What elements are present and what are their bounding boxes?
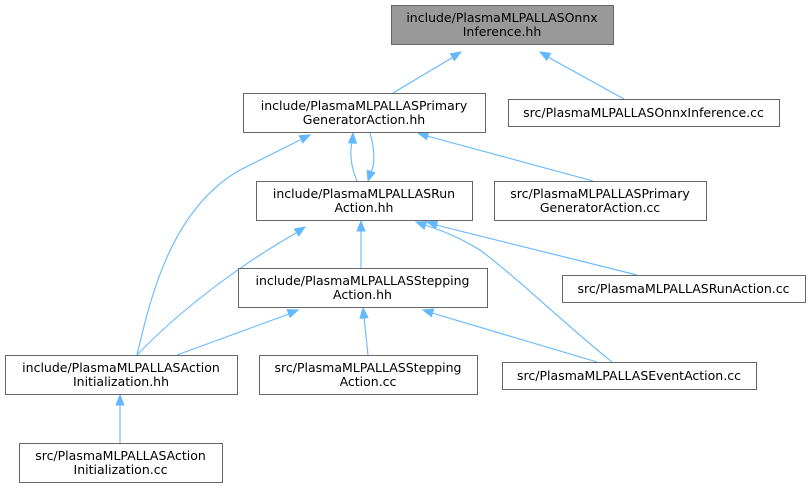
node-run-cc[interactable]: src/PlasmaMLPALLASRunAction.cc — [562, 275, 806, 303]
node-label-line: include/PlasmaMLPALLASPrimary — [261, 98, 468, 113]
edge-arrowhead — [366, 169, 376, 183]
node-box — [494, 181, 707, 221]
edge-arrowhead — [347, 131, 358, 144]
node-box — [256, 181, 473, 221]
edge-arrowhead — [425, 220, 439, 230]
edge-line — [431, 312, 598, 363]
edge-event-cc-to-run-hh — [414, 220, 613, 363]
node-box — [238, 268, 488, 308]
node-label-line: Initialization.hh — [73, 374, 169, 389]
edge-arrowhead — [414, 220, 428, 230]
edge-arrowhead — [298, 134, 312, 144]
node-label-line: src/PlasmaMLPALLASPrimary — [510, 186, 690, 201]
node-box — [391, 5, 614, 45]
edge-onnx-cc-to-onnx-hh — [538, 51, 625, 100]
node-box — [19, 443, 223, 483]
node-box — [508, 99, 780, 127]
node-event-cc[interactable]: src/PlasmaMLPALLASEventAction.cc — [502, 362, 757, 390]
edge-action-init-hh-to-stepping-hh — [176, 309, 300, 356]
edge-run-hh-to-primary-hh — [347, 131, 358, 182]
node-box — [502, 362, 757, 390]
edge-action-init-hh-to-run-hh — [136, 226, 307, 356]
edge-line — [363, 316, 369, 356]
node-primary-hh[interactable]: include/PlasmaMLPALLASPrimaryGeneratorAc… — [243, 93, 486, 133]
node-action-init-cc[interactable]: src/PlasmaMLPALLASActionInitialization.c… — [19, 443, 223, 483]
node-label-line: include/PlasmaMLPALLASAction — [22, 360, 220, 375]
node-onnx-hh[interactable]: include/PlasmaMLPALLASOnnxInference.hh — [391, 5, 614, 45]
edge-arrowhead — [421, 308, 435, 318]
edge-arrowhead — [416, 131, 430, 141]
node-label-line: GeneratorAction.hh — [303, 112, 425, 127]
edge-line — [176, 313, 290, 356]
edge-line — [435, 224, 638, 276]
edge-arrowhead — [356, 219, 366, 232]
edge-event-cc-to-stepping-hh — [421, 308, 598, 363]
edge-line — [136, 232, 297, 356]
edge-arrowhead — [286, 309, 300, 319]
node-label-line: include/PlasmaMLPALLASOnnx — [406, 10, 597, 25]
edge-line — [545, 55, 625, 100]
node-action-init-hh[interactable]: include/PlasmaMLPALLASActionInitializati… — [5, 355, 238, 395]
edge-stepping-hh-to-run-hh — [356, 219, 366, 268]
node-label-line: Action.hh — [333, 287, 392, 302]
dependency-edges — [115, 51, 638, 443]
edge-line — [392, 55, 456, 94]
edge-primary-hh-to-onnx-hh — [392, 51, 463, 94]
file-nodes: include/PlasmaMLPALLASOnnxInference.hhin… — [5, 5, 806, 483]
node-label-line: src/PlasmaMLPALLASRunAction.cc — [577, 281, 789, 296]
node-label-line: src/PlasmaMLPALLASEventAction.cc — [517, 368, 741, 383]
node-label-line: Initialization.cc — [74, 462, 168, 477]
node-label-line: src/PlasmaMLPALLASAction — [35, 448, 206, 463]
node-box — [259, 355, 478, 395]
node-label-line: include/PlasmaMLPALLASStepping — [256, 273, 470, 288]
edge-arrowhead — [359, 306, 369, 319]
node-box — [5, 355, 238, 395]
node-label-line: Action.cc — [340, 374, 397, 389]
node-onnx-cc[interactable]: src/PlasmaMLPALLASOnnxInference.cc — [508, 99, 780, 127]
node-label-line: Action.hh — [335, 200, 394, 215]
node-primary-cc[interactable]: src/PlasmaMLPALLASPrimaryGeneratorAction… — [494, 181, 707, 221]
edge-arrowhead — [449, 51, 463, 62]
edge-arrowhead — [538, 51, 552, 62]
edge-run-cc-to-run-hh — [425, 220, 638, 276]
node-label-line: include/PlasmaMLPALLASRun — [273, 186, 455, 201]
edge-stepping-cc-to-stepping-hh — [359, 306, 369, 356]
edge-arrowhead — [293, 226, 307, 237]
edge-line — [350, 141, 358, 182]
edge-arrowhead — [115, 393, 125, 406]
node-label-line: src/PlasmaMLPALLASStepping — [275, 360, 462, 375]
edge-line — [426, 135, 594, 182]
node-box — [562, 275, 806, 303]
node-run-hh[interactable]: include/PlasmaMLPALLASRunAction.hh — [256, 181, 473, 221]
edge-line — [424, 224, 613, 363]
edge-action-init-cc-to-action-init-hh — [115, 393, 125, 443]
edge-line — [369, 132, 375, 173]
edge-primary-hh-to-run-hh — [366, 132, 376, 183]
node-label-line: src/PlasmaMLPALLASOnnxInference.cc — [523, 105, 764, 120]
node-box — [243, 93, 486, 133]
node-label-line: Inference.hh — [463, 24, 542, 39]
edge-line — [136, 139, 301, 356]
node-label-line: GeneratorAction.cc — [540, 200, 660, 215]
edge-primary-cc-to-primary-hh — [416, 131, 594, 182]
edge-action-init-hh-to-primary-hh — [136, 134, 312, 356]
